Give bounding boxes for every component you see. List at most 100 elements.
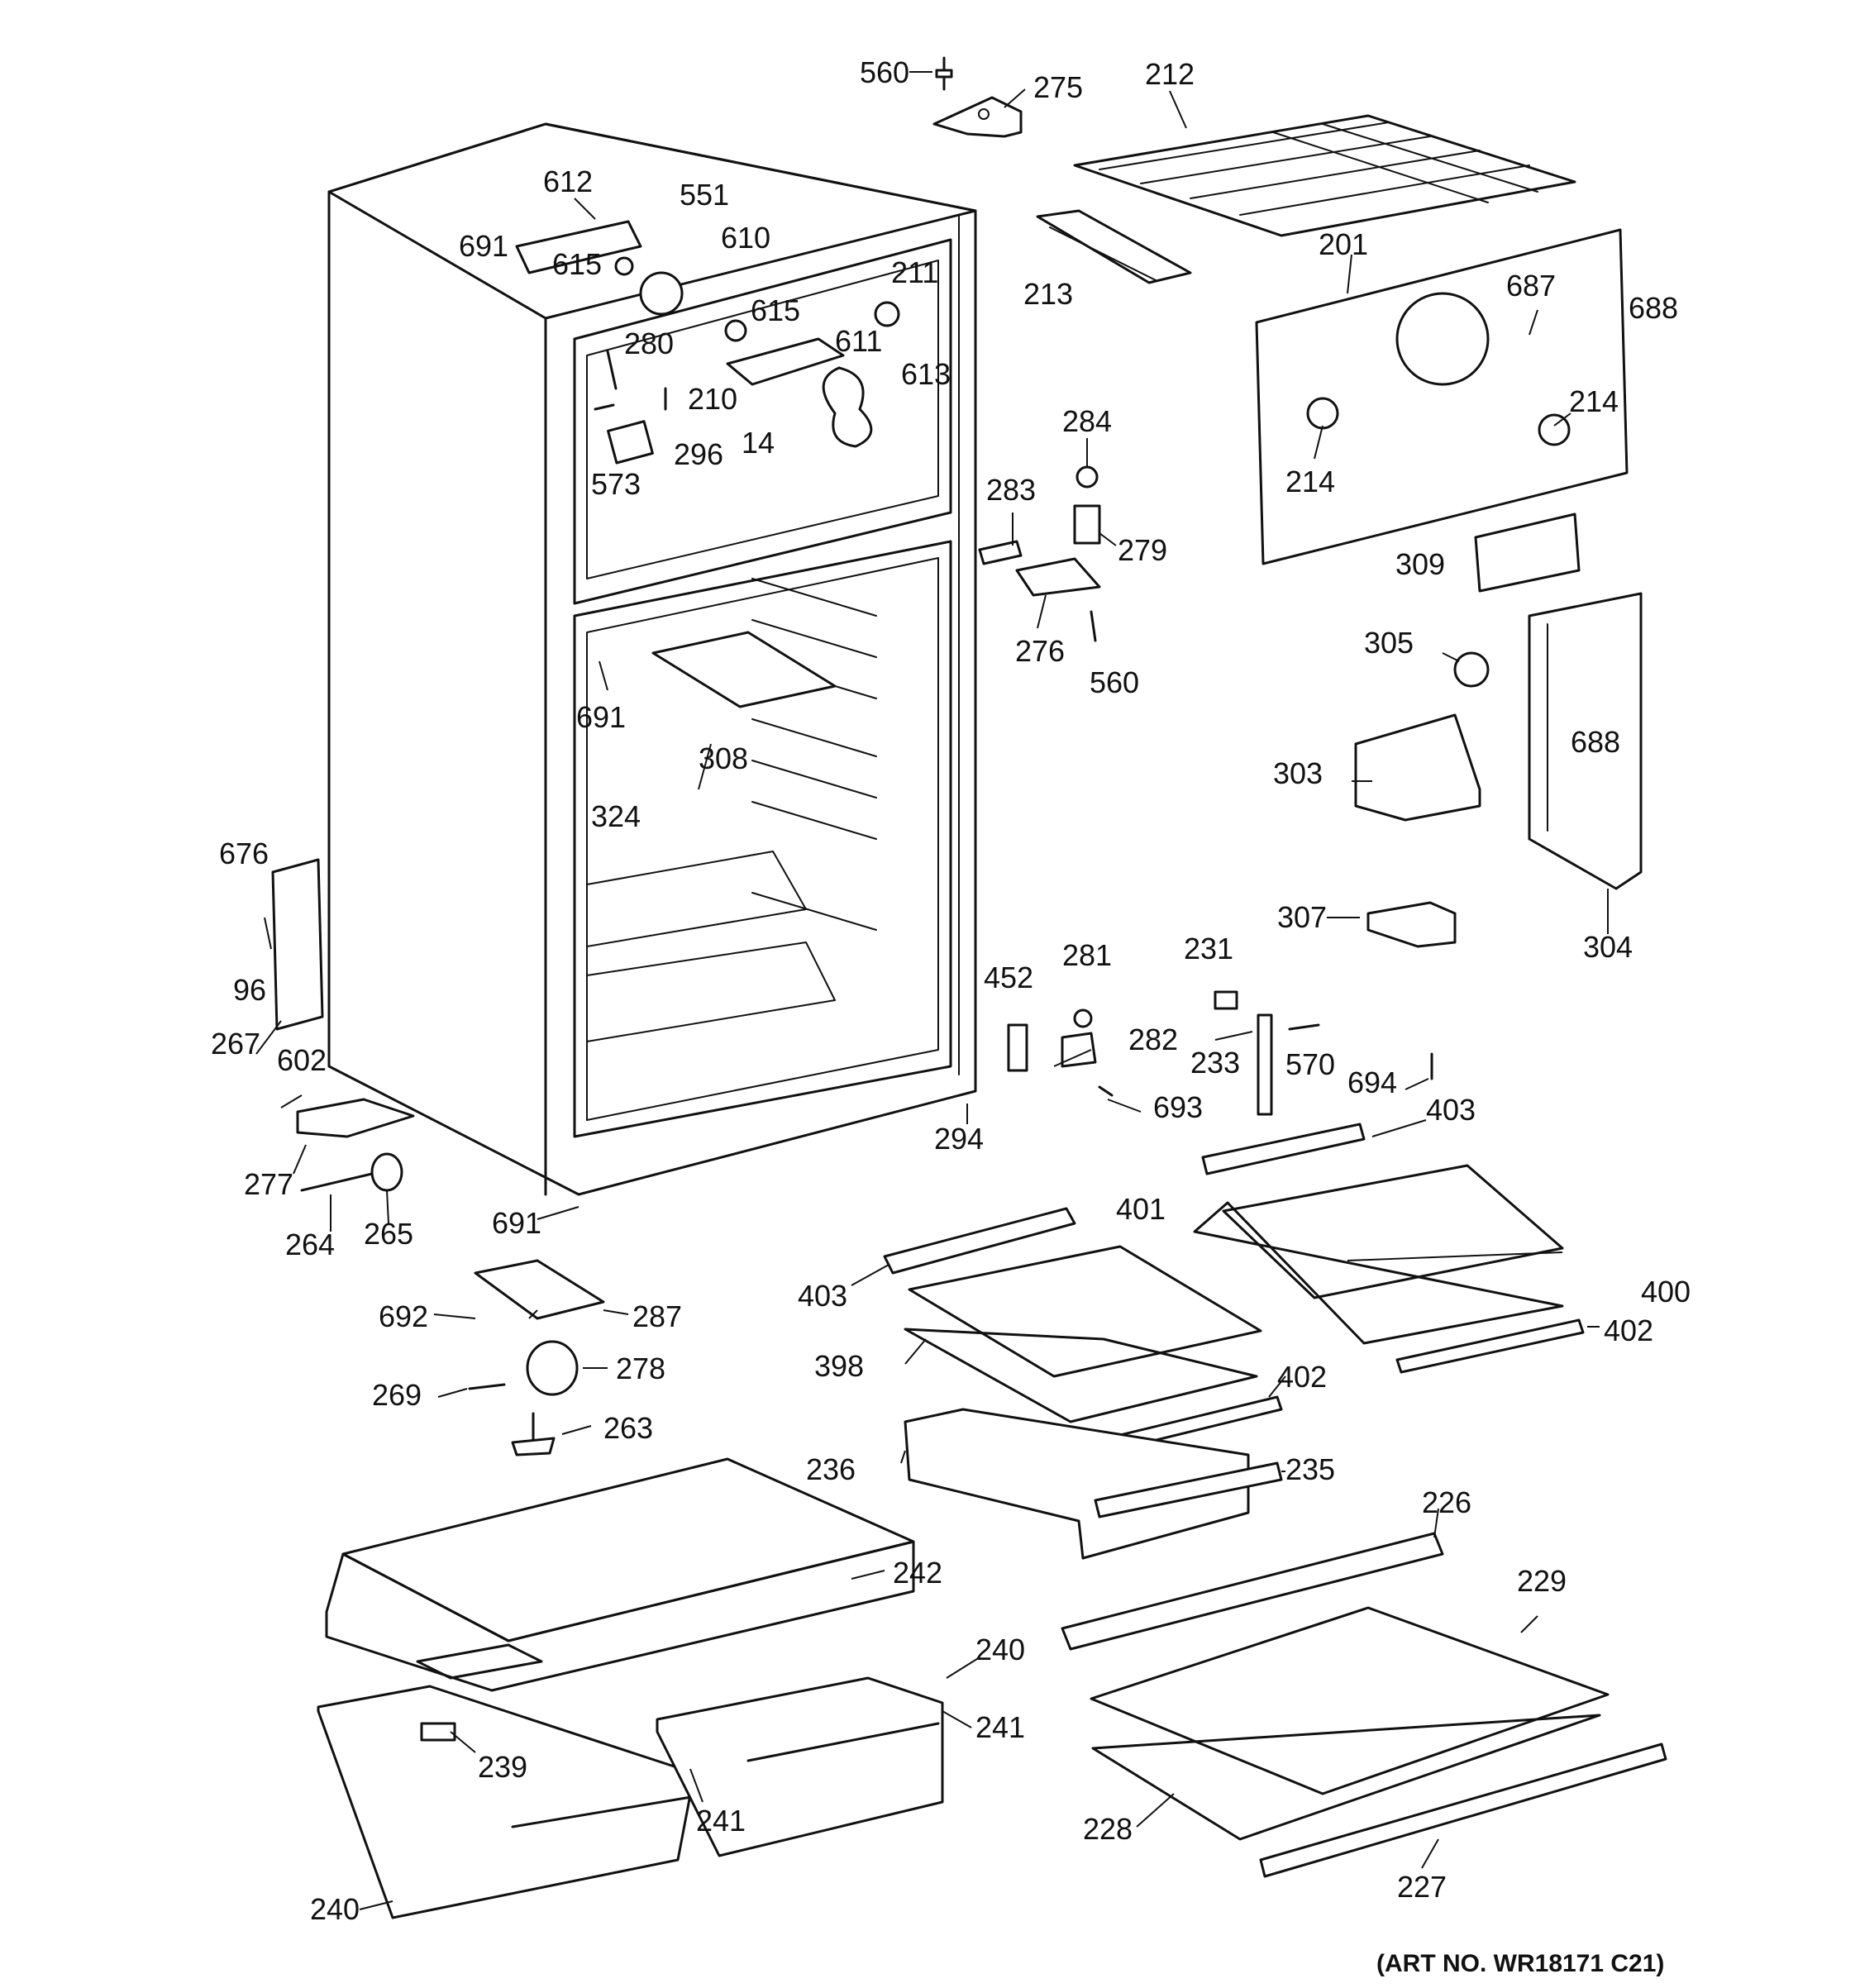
label-282: 282 bbox=[1128, 1023, 1178, 1056]
label-231: 231 bbox=[1184, 932, 1233, 965]
art-number: (ART NO. WR18171 C21) bbox=[1376, 1950, 1664, 1977]
label-213: 213 bbox=[1023, 277, 1073, 311]
label-403: 403 bbox=[1426, 1093, 1476, 1127]
meat-drawer bbox=[904, 1408, 1283, 1560]
rating-plate bbox=[1474, 512, 1581, 593]
label-214: 214 bbox=[1569, 384, 1619, 418]
label-613: 613 bbox=[901, 357, 951, 391]
label-615: 615 bbox=[552, 247, 602, 281]
freezer-back-panel bbox=[1255, 228, 1629, 565]
top-hinge bbox=[932, 56, 1023, 138]
label-227: 227 bbox=[1397, 1870, 1447, 1904]
label-691: 691 bbox=[459, 229, 508, 263]
label-309: 309 bbox=[1395, 547, 1445, 581]
label-452: 452 bbox=[984, 961, 1033, 994]
label-305: 305 bbox=[1364, 626, 1414, 660]
label-688: 688 bbox=[1629, 291, 1678, 325]
label-615: 615 bbox=[751, 293, 800, 327]
label-240: 240 bbox=[310, 1892, 360, 1926]
label-691: 691 bbox=[492, 1206, 541, 1240]
label-303: 303 bbox=[1273, 756, 1323, 790]
label-551: 551 bbox=[680, 178, 729, 212]
label-240: 240 bbox=[975, 1633, 1025, 1666]
label-611: 611 bbox=[835, 324, 882, 358]
label-226: 226 bbox=[1422, 1485, 1471, 1519]
label-269: 269 bbox=[372, 1378, 422, 1412]
leader-lines bbox=[255, 71, 1609, 1910]
label-560: 560 bbox=[860, 55, 909, 89]
crisper-pans bbox=[317, 1676, 944, 1919]
label-241: 241 bbox=[975, 1710, 1025, 1744]
label-402: 402 bbox=[1604, 1313, 1653, 1347]
control-housing bbox=[1354, 592, 1643, 948]
callout-labels: 560 275 212 612 551 610 691 615 211 615 … bbox=[211, 55, 1691, 1977]
label-402: 402 bbox=[1277, 1360, 1327, 1394]
label-403: 403 bbox=[798, 1279, 847, 1313]
label-267: 267 bbox=[211, 1027, 260, 1061]
bottom-hinge-parts bbox=[468, 1259, 605, 1456]
label-278: 278 bbox=[616, 1352, 665, 1385]
label-560: 560 bbox=[1090, 665, 1139, 699]
label-211: 211 bbox=[891, 255, 938, 289]
label-280: 280 bbox=[624, 327, 674, 360]
middle-small-parts bbox=[1007, 990, 1433, 1116]
label-236: 236 bbox=[806, 1452, 856, 1486]
label-229: 229 bbox=[1517, 1564, 1567, 1598]
label-265: 265 bbox=[364, 1217, 413, 1251]
label-676: 676 bbox=[219, 837, 269, 870]
label-263: 263 bbox=[603, 1411, 653, 1445]
label-281: 281 bbox=[1062, 938, 1112, 972]
label-210: 210 bbox=[688, 382, 737, 416]
label-277: 277 bbox=[244, 1167, 293, 1201]
label-276: 276 bbox=[1015, 634, 1065, 668]
label-691: 691 bbox=[576, 700, 626, 734]
label-398: 398 bbox=[814, 1349, 864, 1383]
label-294: 294 bbox=[934, 1122, 984, 1156]
label-264: 264 bbox=[285, 1228, 335, 1261]
label-287: 287 bbox=[632, 1299, 682, 1333]
label-602: 602 bbox=[277, 1043, 327, 1077]
label-612: 612 bbox=[543, 164, 593, 198]
label-214: 214 bbox=[1285, 465, 1335, 498]
label-687: 687 bbox=[1506, 269, 1556, 303]
label-201: 201 bbox=[1319, 227, 1368, 261]
hinge-parts bbox=[978, 465, 1101, 642]
label-283: 283 bbox=[986, 473, 1036, 507]
label-242: 242 bbox=[893, 1556, 942, 1590]
label-275: 275 bbox=[1033, 70, 1083, 104]
glass-shelf-upper-right bbox=[1193, 1123, 1585, 1374]
label-96: 96 bbox=[233, 973, 266, 1007]
label-296: 296 bbox=[674, 437, 723, 471]
label-279: 279 bbox=[1118, 533, 1167, 567]
cabinet bbox=[327, 122, 977, 1196]
label-304: 304 bbox=[1583, 930, 1633, 964]
freezer-wire-shelf bbox=[1073, 114, 1576, 237]
label-610: 610 bbox=[721, 221, 770, 255]
left-hinge-bracket bbox=[271, 858, 415, 1192]
label-308: 308 bbox=[699, 741, 748, 775]
freezer-hardware bbox=[515, 220, 900, 465]
label-241: 241 bbox=[696, 1804, 746, 1838]
label-212: 212 bbox=[1145, 57, 1195, 91]
crisper-cover bbox=[325, 1457, 915, 1692]
label-233: 233 bbox=[1190, 1046, 1240, 1080]
label-400: 400 bbox=[1641, 1275, 1691, 1309]
label-693: 693 bbox=[1153, 1090, 1203, 1124]
label-14: 14 bbox=[742, 426, 775, 460]
label-324: 324 bbox=[591, 799, 641, 833]
label-694: 694 bbox=[1347, 1066, 1397, 1099]
label-284: 284 bbox=[1062, 404, 1112, 438]
label-235: 235 bbox=[1285, 1452, 1335, 1486]
label-228: 228 bbox=[1083, 1812, 1133, 1846]
label-401: 401 bbox=[1116, 1192, 1166, 1226]
label-692: 692 bbox=[379, 1299, 428, 1333]
glass-shelf-lower bbox=[1061, 1532, 1667, 1878]
label-688: 688 bbox=[1571, 725, 1620, 759]
label-570: 570 bbox=[1285, 1047, 1335, 1081]
label-307: 307 bbox=[1277, 900, 1327, 934]
label-573: 573 bbox=[591, 467, 641, 501]
label-239: 239 bbox=[478, 1750, 527, 1784]
ice-tray bbox=[1036, 209, 1192, 284]
